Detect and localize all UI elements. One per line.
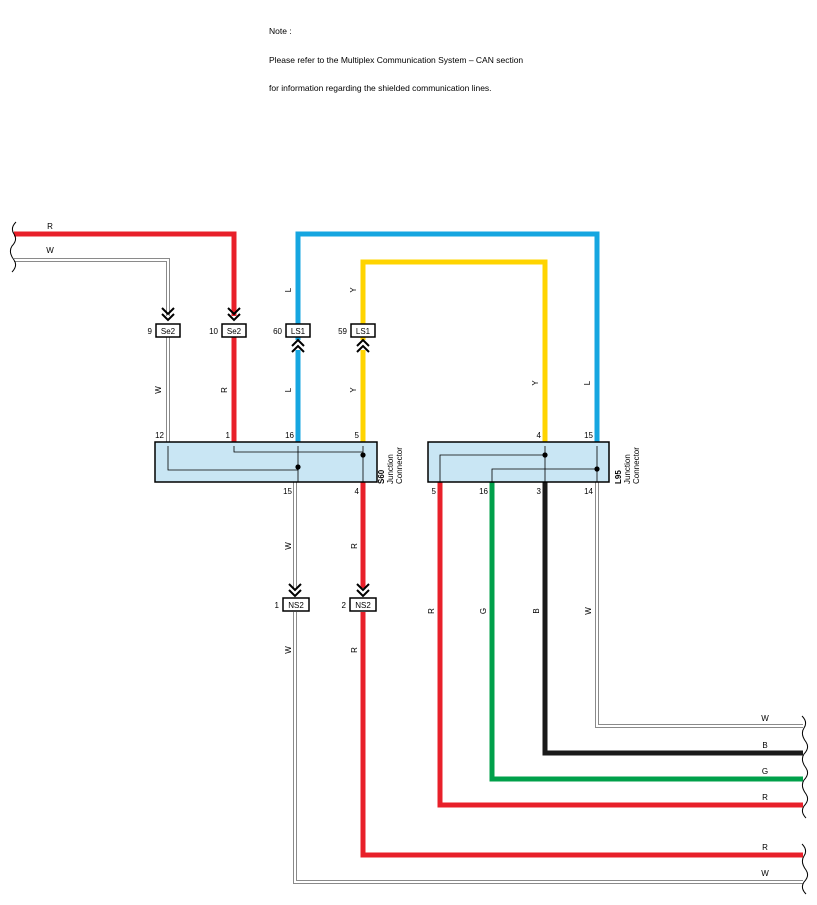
inline-connector-ls1-59: LS1 59 bbox=[338, 323, 376, 338]
wire-label-r-se2: R bbox=[220, 387, 229, 393]
wire-label-r-right: R bbox=[762, 793, 768, 802]
note-text: Note : Please refer to the Multiplex Com… bbox=[269, 8, 523, 103]
connector-name: NS2 bbox=[288, 601, 304, 610]
chevron-down-icon bbox=[356, 583, 370, 598]
wire-label-r-l95: R bbox=[427, 608, 436, 614]
inline-connector-ns2-1: NS2 1 bbox=[275, 597, 310, 612]
wire-label-b-l95: B bbox=[532, 608, 541, 613]
wire-red-ns2-out bbox=[360, 612, 803, 858]
s60-pin-4: 4 bbox=[355, 487, 360, 496]
l95-pin-3: 3 bbox=[537, 487, 542, 496]
wire-label-r-right-bottom: R bbox=[762, 843, 768, 852]
wire-red-left-in bbox=[14, 231, 237, 316]
wire-label-l-lower: L bbox=[284, 387, 293, 392]
chevron-down-icon bbox=[288, 583, 302, 598]
wire-label-w-right-bottom: W bbox=[761, 869, 769, 878]
connector-name: NS2 bbox=[355, 601, 371, 610]
wire-black-l95-pin3 bbox=[542, 482, 803, 756]
s60-pin-16: 16 bbox=[285, 431, 294, 440]
s60-id: S60 bbox=[377, 469, 386, 484]
wire-yellow-y bbox=[360, 259, 548, 446]
s60-desc-2: Connector bbox=[395, 447, 404, 484]
s60-pin-5: 5 bbox=[355, 431, 360, 440]
wire-label-w-l95: W bbox=[584, 607, 593, 615]
wire-green-l95-pin16 bbox=[489, 482, 803, 782]
note-line-2: for information regarding the shielded c… bbox=[269, 83, 492, 93]
l95-pin-14: 14 bbox=[584, 487, 593, 496]
wire-white-l95-pin14 bbox=[595, 482, 803, 728]
note-title: Note : bbox=[269, 26, 292, 36]
connector-pin: 2 bbox=[342, 601, 347, 610]
l95-label: L95 Junction Connector bbox=[614, 447, 641, 484]
l95-desc-1: Junction bbox=[623, 454, 632, 484]
l95-id: L95 bbox=[614, 470, 623, 484]
wire-label-y-right: Y bbox=[531, 380, 540, 386]
connector-name: Se2 bbox=[161, 327, 176, 336]
chevron-down-icon bbox=[227, 307, 241, 322]
wire-break-left bbox=[9, 221, 17, 273]
wire-label-l-upper: L bbox=[284, 287, 293, 292]
wire-white-left-in bbox=[14, 258, 170, 316]
wire-label-w-right-top: W bbox=[761, 714, 769, 723]
connector-name: LS1 bbox=[291, 327, 306, 336]
connector-pin: 10 bbox=[209, 327, 218, 336]
s60-desc-1: Junction bbox=[386, 454, 395, 484]
connector-name: Se2 bbox=[227, 327, 242, 336]
connector-pin: 59 bbox=[338, 327, 347, 336]
wire-label-y-upper: Y bbox=[349, 287, 358, 293]
wire-label-g-right: G bbox=[762, 767, 768, 776]
wire-label-r-left: R bbox=[47, 222, 53, 231]
connector-pin: 9 bbox=[148, 327, 153, 336]
l95-pin-16: 16 bbox=[479, 487, 488, 496]
wire-label-w-ns2: W bbox=[284, 646, 293, 654]
wire-label-y-lower: Y bbox=[349, 387, 358, 393]
junction-connector-l95 bbox=[427, 441, 610, 483]
chevron-down-icon bbox=[161, 307, 175, 322]
inline-connector-ns2-2: NS2 2 bbox=[342, 597, 377, 612]
wire-label-g-l95: G bbox=[479, 608, 488, 614]
chevron-up-icon bbox=[291, 338, 305, 353]
wire-white-ns2-out bbox=[293, 612, 803, 884]
wire-label-w-se2: W bbox=[154, 386, 163, 394]
wire-label-w-left: W bbox=[46, 246, 54, 255]
wire-label-r-s60-4: R bbox=[350, 543, 359, 549]
s60-pin-1: 1 bbox=[226, 431, 231, 440]
l95-pin-5: 5 bbox=[432, 487, 437, 496]
s60-label: S60 Junction Connector bbox=[377, 447, 404, 484]
wire-break-right bbox=[801, 715, 809, 895]
connector-name: LS1 bbox=[356, 327, 371, 336]
note-line-1: Please refer to the Multiplex Communicat… bbox=[269, 54, 524, 65]
l95-desc-2: Connector bbox=[632, 447, 641, 484]
wire-label-b-right: B bbox=[762, 741, 767, 750]
wire-label-r-ns2: R bbox=[350, 647, 359, 653]
s60-pin-15: 15 bbox=[283, 487, 292, 496]
junction-connector-s60 bbox=[154, 441, 378, 483]
inline-connector-se2-9: Se2 9 bbox=[148, 323, 181, 338]
chevron-up-icon bbox=[356, 338, 370, 353]
inline-connector-se2-10: Se2 10 bbox=[209, 323, 247, 338]
wire-red-l95-pin5 bbox=[437, 482, 803, 808]
wire-label-w-s60-15: W bbox=[284, 542, 293, 550]
connector-pin: 1 bbox=[275, 601, 280, 610]
wire-blue-l bbox=[295, 231, 600, 446]
wire-label-l-right: L bbox=[583, 380, 592, 385]
inline-connector-ls1-60: LS1 60 bbox=[273, 323, 311, 338]
l95-pin-15: 15 bbox=[584, 431, 593, 440]
l95-pin-4: 4 bbox=[537, 431, 542, 440]
s60-pin-12: 12 bbox=[155, 431, 164, 440]
connector-pin: 60 bbox=[273, 327, 282, 336]
